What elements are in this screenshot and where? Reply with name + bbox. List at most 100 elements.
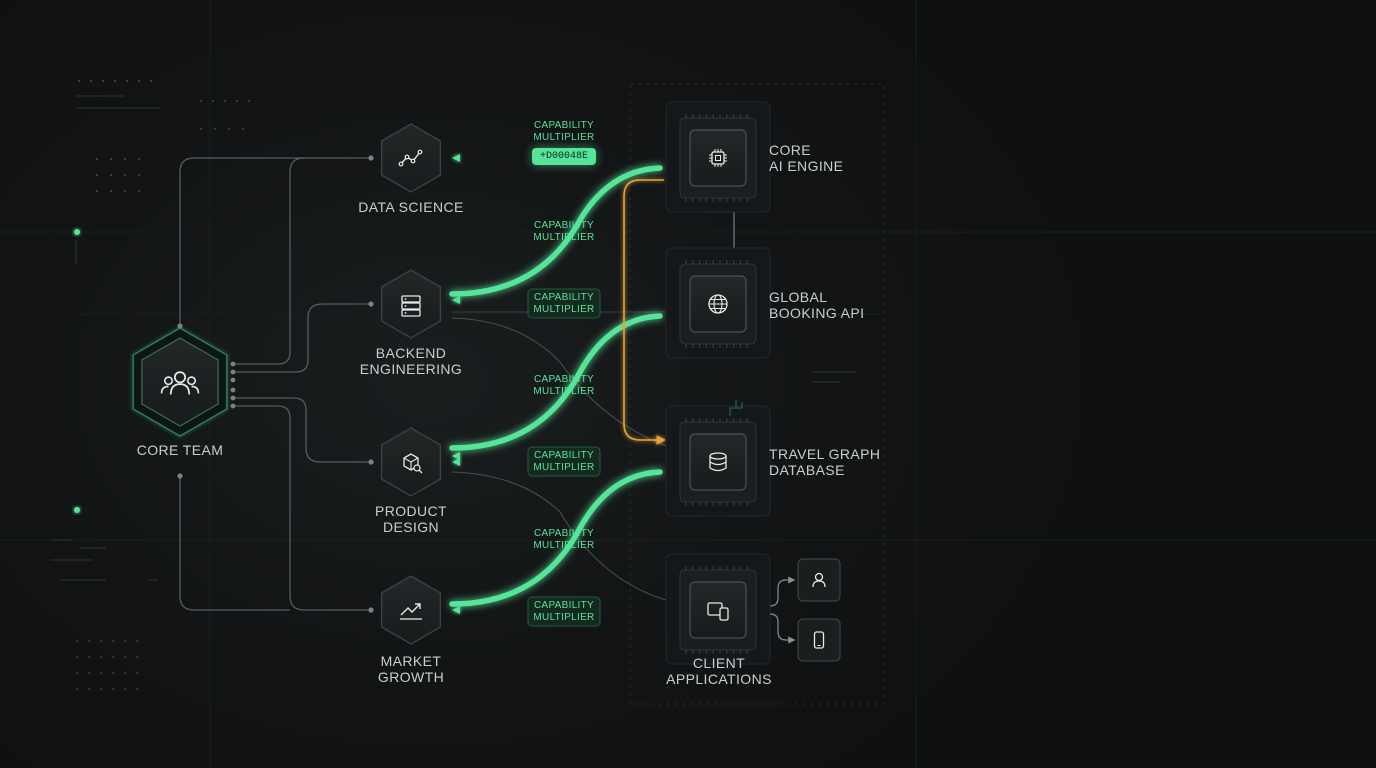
dot — [124, 688, 126, 690]
mobile-icon — [813, 631, 825, 649]
system-label-global-booking-api-line: BOOKING API — [769, 305, 865, 321]
team-label-data-science: DATA SCIENCE — [358, 199, 463, 215]
system-label-global-booking-api-line: GLOBAL — [769, 289, 828, 305]
capability-multiplier-label-line: MULTIPLIER — [533, 231, 595, 243]
capability-multiplier-label-line: MULTIPLIER — [533, 611, 595, 623]
system-chip — [689, 129, 747, 187]
team-label-product-design-line: PRODUCT — [374, 503, 448, 519]
multiplier-tag — [527, 446, 601, 477]
dot — [100, 672, 102, 674]
team-label-backend-engineering-line: BACKEND — [375, 345, 447, 361]
dot — [126, 80, 128, 82]
dot — [138, 174, 140, 176]
arrow-head — [452, 296, 460, 304]
core-team-label-line: CORE TEAM — [136, 442, 224, 458]
globe-icon — [708, 294, 728, 314]
dot — [96, 158, 98, 160]
dot — [212, 100, 214, 102]
team-node-market-growth — [380, 575, 442, 645]
dot — [88, 688, 90, 690]
capability-curve — [449, 165, 663, 297]
accent-dot — [74, 229, 80, 235]
dot — [236, 100, 238, 102]
mobile-endpoint — [797, 618, 841, 662]
dot — [136, 640, 138, 642]
port-dot — [368, 459, 374, 465]
dot — [100, 640, 102, 642]
port-dot — [368, 301, 374, 307]
port-dot — [368, 155, 374, 161]
port-dot — [177, 323, 183, 329]
dot — [214, 128, 216, 130]
dot — [100, 656, 102, 658]
analytics-icon — [398, 149, 423, 167]
port-dot — [368, 607, 374, 613]
capability-multiplier-label-line: CAPABILITY — [533, 292, 595, 303]
data-flow — [623, 179, 666, 445]
arrow-head — [452, 154, 460, 162]
arrow-head — [452, 606, 460, 614]
capability-multiplier-label-line: CAPABILITY — [533, 528, 595, 539]
database-icon — [709, 452, 727, 472]
dot — [96, 174, 98, 176]
system-label-travel-graph-database-line: TRAVEL GRAPH — [769, 446, 881, 462]
chip-icon — [709, 149, 727, 167]
dot — [136, 672, 138, 674]
core-team-label: CORE TEAM — [137, 442, 224, 458]
dot — [124, 656, 126, 658]
connector-line — [451, 317, 667, 447]
trend-icon — [400, 603, 422, 620]
connector-line — [232, 303, 370, 373]
dot — [76, 640, 78, 642]
dot — [88, 656, 90, 658]
connector-line — [232, 157, 305, 365]
server-icon — [401, 295, 421, 317]
connector-line — [451, 471, 667, 601]
dot — [88, 640, 90, 642]
capability-multiplier-label-line: CAPABILITY — [533, 374, 595, 385]
connector-line — [232, 405, 370, 611]
dot — [88, 672, 90, 674]
dot — [242, 128, 244, 130]
dot — [124, 672, 126, 674]
dot — [102, 80, 104, 82]
dot — [224, 100, 226, 102]
port-dot — [230, 369, 236, 375]
accent-dot — [74, 507, 80, 513]
port-dot — [230, 395, 236, 401]
system-chip — [689, 581, 747, 639]
dot — [136, 688, 138, 690]
dot — [112, 656, 114, 658]
dot — [124, 174, 126, 176]
capability-curve — [449, 469, 663, 607]
capability-multiplier-label-line: MULTIPLIER — [533, 131, 595, 143]
multiplier-tag — [527, 596, 601, 627]
dot — [76, 688, 78, 690]
port-dot — [230, 403, 236, 409]
dot — [112, 672, 114, 674]
dot — [114, 80, 116, 82]
team-label-backend-engineering-line: ENGINEERING — [359, 361, 463, 377]
connector-line — [179, 157, 370, 326]
dot — [138, 80, 140, 82]
dot — [90, 80, 92, 82]
dot — [76, 672, 78, 674]
dot — [138, 190, 140, 192]
system-chip — [689, 433, 747, 491]
system-label-core-ai-engine-line: AI ENGINE — [769, 158, 844, 174]
capability-curve — [449, 313, 663, 451]
team-label-market-growth-line: MARKET — [380, 653, 442, 669]
dot — [110, 174, 112, 176]
capability-multiplier-label-line: CAPABILITY — [533, 450, 595, 461]
